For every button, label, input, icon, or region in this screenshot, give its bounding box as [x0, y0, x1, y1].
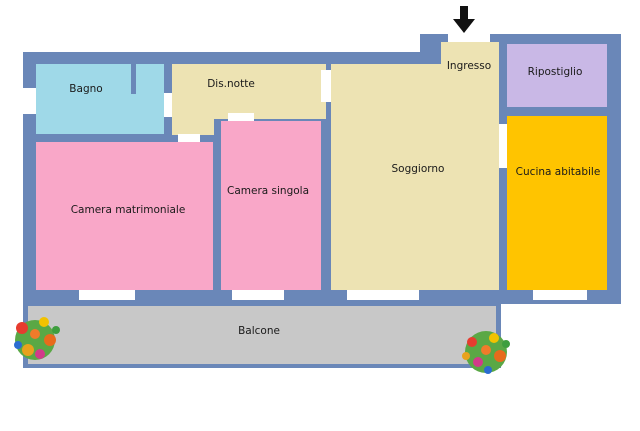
room-balcone — [28, 306, 496, 364]
room-soggiorno — [331, 64, 499, 290]
room-ingresso — [441, 42, 499, 72]
openings — [23, 34, 587, 300]
label-disimpegno-notte: Dis.notte — [207, 78, 255, 90]
label-ingresso: Ingresso — [446, 60, 492, 72]
flower-plant-icon — [14, 317, 60, 360]
room-camera-matrimoniale — [36, 142, 213, 290]
label-balcone: Balcone — [238, 325, 280, 337]
label-soggiorno: Soggiorno — [391, 163, 445, 175]
label-ripostiglio: Ripostiglio — [527, 66, 583, 78]
room-ripostiglio — [507, 44, 607, 107]
room-cucina — [507, 116, 607, 290]
label-camera-matrimoniale: Camera matrimoniale — [70, 204, 186, 216]
down-arrow-icon — [453, 6, 475, 33]
room-disimpegno-notte — [172, 64, 326, 119]
flower-plant-icon — [462, 331, 510, 374]
label-camera-singola: Camera singola — [226, 185, 310, 197]
bagno-partition — [131, 64, 136, 94]
room-camera-singola — [221, 121, 321, 290]
room-bagno — [36, 64, 164, 134]
label-cucina-abitabile: Cucina abitabile — [515, 166, 601, 178]
label-bagno: Bagno — [69, 83, 103, 95]
corridor-extension — [172, 110, 214, 135]
